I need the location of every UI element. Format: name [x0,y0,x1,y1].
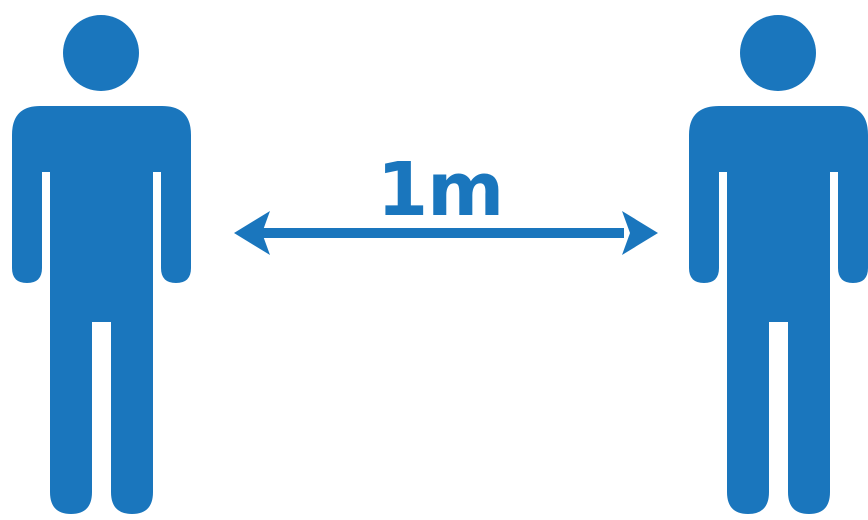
body [12,106,191,514]
arrow-shaft [262,228,624,238]
distance-label: 1m [376,147,505,233]
arrow-head-left [234,211,270,255]
left-person-icon [12,15,191,514]
right-person-icon [689,15,868,514]
head [740,15,816,91]
arrow-head-right [622,211,658,255]
head [63,15,139,91]
body [689,106,868,514]
double-headed-arrow-icon [234,211,658,255]
